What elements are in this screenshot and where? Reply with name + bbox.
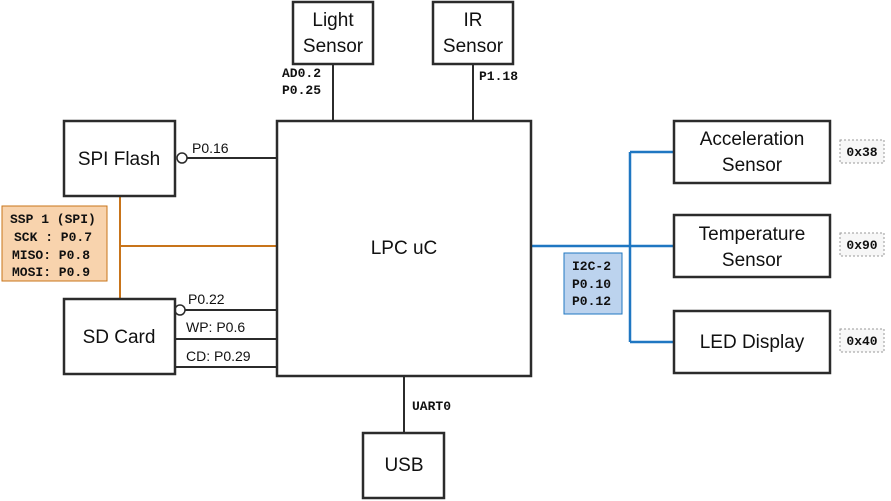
spi-flash-block — [62, 119, 177, 198]
ir-sensor-label-1: IR — [464, 10, 483, 31]
sd-card-block — [62, 297, 177, 376]
spi-bus-title: SSP 1 (SPI) — [10, 212, 96, 227]
spi-flash-label: SPI Flash — [78, 149, 160, 170]
led-address-box — [839, 328, 885, 353]
light-sensor-label-1: Light — [312, 10, 354, 31]
led-display-block — [672, 309, 832, 375]
spi-bus-miso: MISO: P0.8 — [12, 248, 90, 263]
spi-bus-sck: SCK : P0.7 — [14, 230, 92, 245]
sd-cs-bubble — [174, 304, 186, 316]
mcu-label: LPC uC — [371, 238, 438, 259]
accel-sensor-label-2: Sensor — [722, 155, 783, 176]
uart-pin: UART0 — [412, 399, 451, 414]
sd-cs-pin: P0.22 — [188, 291, 225, 307]
spi-flash-pin: P0.16 — [192, 140, 229, 156]
accel-address: 0x38 — [846, 145, 877, 160]
ir-sensor-label-2: Sensor — [443, 36, 504, 57]
spi-bus-label: SSP 1 (SPI) SCK : P0.7 MISO: P0.8 MOSI: … — [1, 205, 108, 282]
temp-sensor-block — [672, 213, 832, 279]
spi-bus-mosi: MOSI: P0.9 — [12, 265, 90, 280]
accel-sensor-block — [672, 119, 832, 185]
accel-address-box — [839, 139, 885, 164]
sd-cd-pin: CD: P0.29 — [186, 348, 251, 364]
i2c-bus-label: I2C-2 P0.10 P0.12 — [563, 252, 623, 315]
sd-wp-pin: WP: P0.6 — [186, 319, 245, 335]
temp-sensor-label-1: Temperature — [699, 224, 806, 245]
temp-sensor-label-2: Sensor — [722, 250, 783, 271]
mcu-block — [275, 119, 533, 378]
ir-pin: P1.18 — [479, 69, 518, 84]
i2c-bus-sda: P0.10 — [572, 277, 611, 292]
accel-sensor-label-1: Acceleration — [700, 129, 805, 150]
ir-sensor-block — [431, 0, 515, 66]
light-sensor-label-2: Sensor — [303, 36, 364, 57]
temp-address-box — [839, 232, 885, 257]
sd-card-label: SD Card — [83, 327, 156, 348]
light-sensor-block — [291, 0, 375, 66]
spi-flash-cs-bubble — [176, 152, 188, 164]
temp-address: 0x90 — [846, 238, 877, 253]
usb-label: USB — [384, 455, 423, 476]
led-display-label: LED Display — [700, 332, 805, 353]
i2c-bus-scl: P0.12 — [572, 294, 611, 309]
light-pin-ad02: AD0.2 — [282, 66, 321, 81]
light-pin-p025: P0.25 — [282, 83, 321, 98]
i2c-bus-title: I2C-2 — [572, 259, 611, 274]
usb-block — [361, 431, 446, 500]
led-address: 0x40 — [846, 334, 877, 349]
